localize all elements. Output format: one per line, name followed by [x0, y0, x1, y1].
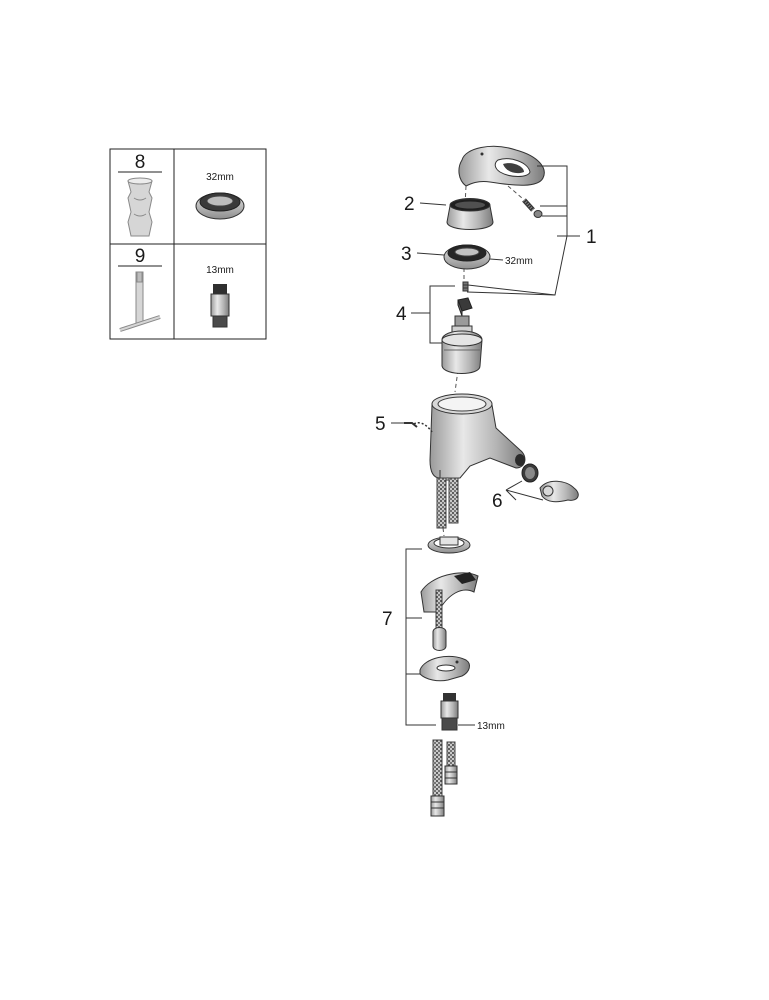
callout-7: 7	[382, 609, 393, 630]
t-key-tool-icon	[119, 271, 161, 332]
ring-nut-icon	[195, 192, 245, 220]
faucet-body	[429, 393, 526, 481]
tool-number-8: 8	[135, 152, 146, 173]
mounting-bracket	[420, 572, 479, 613]
shank-nut	[440, 693, 459, 731]
socket-tool-icon	[127, 177, 153, 237]
tool-size-32mm: 32mm	[206, 172, 234, 183]
callout-1-bracket	[466, 165, 580, 296]
callout-5: 5	[375, 414, 386, 435]
callout-7-bracket	[405, 548, 436, 726]
callout-4: 4	[396, 304, 407, 325]
gasket-ring	[427, 536, 471, 554]
tool-number-9: 9	[135, 246, 146, 267]
callout-1: 1	[586, 227, 597, 248]
lever-handle	[458, 145, 545, 187]
shank-nut-icon	[210, 284, 230, 328]
dimension-13mm: 13mm	[477, 721, 505, 732]
tools-table: 8 32mm 9 13mm	[109, 148, 267, 340]
callout-4-bracket	[411, 285, 455, 344]
connection-hoses	[430, 739, 458, 817]
cap-part-2	[446, 198, 494, 230]
threaded-rod	[432, 589, 447, 651]
cartridge	[441, 315, 483, 374]
aerator-part-6	[521, 463, 579, 503]
tool-size-13mm: 13mm	[206, 265, 234, 276]
set-screw	[507, 185, 543, 218]
callout-2: 2	[404, 194, 415, 215]
adapter	[457, 297, 473, 317]
clip-part-5	[404, 421, 433, 433]
callout-6: 6	[492, 491, 503, 512]
flexible-hoses	[436, 477, 459, 529]
small-screw	[462, 281, 469, 292]
callout-3: 3	[401, 244, 412, 265]
dimension-32mm: 32mm	[505, 256, 533, 267]
horseshoe-washer	[419, 655, 470, 682]
ring-nut-part-3	[443, 244, 491, 270]
